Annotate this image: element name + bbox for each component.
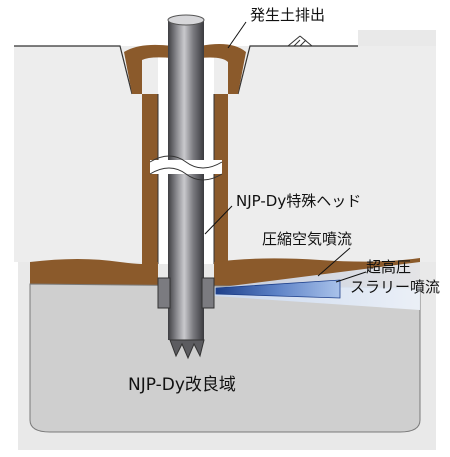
- rod-break-gap: [150, 160, 222, 174]
- discharged-soil-right: [200, 44, 246, 94]
- label-soil-discharge: 発生土排出: [250, 6, 325, 24]
- borehole-soil-right: [214, 94, 228, 264]
- rod-break-line-lower: [149, 167, 223, 181]
- leader-slurry-jet: [335, 271, 367, 283]
- discharged-soil: [124, 44, 172, 94]
- slurry-jet: [215, 279, 341, 299]
- ground-surface-line: [14, 45, 358, 95]
- drill-rod-top: [167, 14, 205, 26]
- rod-break-line-upper: [149, 155, 223, 169]
- soil-layer: [30, 259, 158, 286]
- improvement-zone: [29, 283, 421, 433]
- ground-right: [214, 46, 436, 262]
- leader-soil-discharge: [227, 21, 247, 49]
- label-special-head: NJP-Dy特殊ヘッド: [236, 192, 361, 210]
- nozzle-flange-right: [201, 277, 215, 309]
- label-compressed-air: 圧縮空気噴流: [262, 230, 352, 248]
- surface-hatch-mark: [287, 35, 313, 47]
- label-ultra-high-pressure: 超高圧: [366, 258, 411, 276]
- label-slurry-jet: スラリー噴流: [350, 278, 440, 296]
- nozzle-flange-left: [157, 277, 171, 309]
- leader-special-head: [204, 205, 233, 235]
- drill-bit: [169, 339, 205, 360]
- label-improvement-zone: NJP-Dy改良域: [128, 375, 236, 395]
- borehole-soil-left: [142, 94, 158, 264]
- leader-compressed-air: [317, 247, 351, 277]
